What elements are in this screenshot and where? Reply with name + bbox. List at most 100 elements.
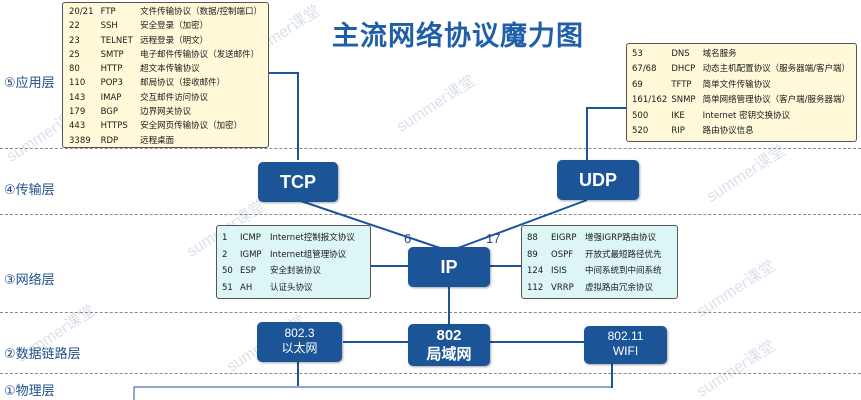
table-cell-num: 88 (527, 233, 538, 243)
table-cell-port: 179 (69, 107, 86, 118)
table-cell-name: RIP (671, 126, 685, 137)
table-cell-desc: 安全登录（加密） (140, 21, 209, 32)
table-cell-num: 89 (527, 249, 538, 260)
tcp-node: TCP (258, 162, 338, 202)
table-row: 112 VRRP 虚拟路由冗余协议 (527, 280, 666, 297)
table-cell-desc: 虚拟路由冗余协议 (585, 282, 654, 293)
table-cell-desc: 简单文件传输协议 (702, 79, 771, 90)
table-cell-port: 443 (69, 121, 86, 132)
table-cell-num: 1 (222, 233, 228, 243)
lan-node: 802 局域网 (408, 324, 490, 366)
table-row: 22 SSH 安全登录（加密） (69, 19, 266, 33)
table-row: 25 SMTP 电子邮件传输协议（发送邮件） (69, 48, 266, 62)
table-cell-desc: 远程登录（明文） (140, 35, 209, 46)
table-cell-name: OSPF (551, 249, 574, 260)
table-cell-name: SMTP (100, 49, 124, 60)
table-cell-desc: 交互邮件访问协议 (140, 92, 209, 103)
table-cell-name: SNMP (671, 95, 696, 106)
table-cell-name: IKE (671, 110, 685, 121)
table-cell-desc: 远程桌面 (140, 135, 175, 146)
table-cell-name: AH (240, 282, 253, 293)
table-cell-port: 143 (69, 92, 86, 103)
table-cell-name: DNS (671, 49, 690, 59)
table-cell-num: 51 (222, 282, 233, 293)
table-cell-desc: 动态主机配置协议（服务器端/客户端） (702, 64, 850, 75)
table-cell-name: FTP (100, 7, 116, 17)
table-cell-name: ISIS (551, 266, 567, 276)
layer-separator (0, 214, 861, 215)
table-cell-desc: Internet控制报文协议 (270, 233, 355, 243)
table-cell-desc: 电子邮件传输协议（发送邮件） (140, 49, 260, 60)
table-cell-desc: 边界网关协议 (140, 107, 192, 118)
table-cell-desc: 安全网页传输协议（加密） (140, 121, 243, 132)
layer-label-transport: ④传输层 (4, 183, 55, 198)
table-cell-name: HTTP (100, 64, 123, 75)
tcp-protocol-number: 6 (404, 231, 412, 246)
table-cell-desc: 增强IGRP路由协议 (585, 233, 657, 243)
udp-label: UDP (578, 170, 617, 190)
table-cell-num: 124 (527, 266, 544, 276)
layer-separator (0, 312, 861, 313)
table-row: 110 POP3 邮局协议（接收邮件） (69, 76, 266, 90)
table-cell-name: BGP (100, 107, 119, 118)
table-cell-name: IMAP (100, 92, 122, 103)
table-cell-port: 22 (69, 21, 80, 32)
table-cell-port: 69 (632, 79, 643, 90)
page-title: 主流网络协议魔力图 (332, 21, 584, 52)
table-cell-port: 20/21 (69, 7, 94, 17)
table-cell-name: TFTP (671, 79, 692, 90)
ethernet-node: 802.3 以太网 (257, 322, 342, 362)
table-cell-port: 161/162 (632, 95, 668, 106)
layer-label-datalink: ②数据链路层 (4, 347, 81, 362)
table-cell-desc: Internet组管理协议 (270, 249, 347, 260)
table-cell-port: 67/68 (632, 64, 657, 75)
ethernet-standard: 802.3 (284, 326, 315, 340)
ip-label: IP (440, 257, 458, 277)
table-cell-port: 23 (69, 35, 80, 46)
table-row: 143 IMAP 交互邮件访问协议 (69, 91, 266, 105)
table-cell-port: 80 (69, 64, 80, 75)
tcp-label: TCP (280, 172, 316, 192)
table-cell-desc: 超文本传输协议 (140, 64, 200, 75)
table-cell-port: 520 (632, 126, 649, 137)
table-cell-desc: 安全封装协议 (270, 266, 322, 276)
table-cell-desc: 邮局协议（接收邮件） (140, 78, 226, 89)
table-cell-name: IGMP (240, 249, 262, 260)
wifi-node: 802.11 WIFI (584, 326, 667, 364)
table-cell-port: 53 (632, 49, 643, 59)
table-cell-desc: 简单网络管理协议（客户端/服务器端） (702, 95, 850, 106)
table-row: 80 HTTP 超文本传输协议 (69, 62, 266, 76)
table-cell-port: 500 (632, 110, 649, 121)
table-row: 179 BGP 边界网关协议 (69, 105, 266, 119)
table-cell-port: 110 (69, 78, 86, 89)
table-row: 69 TFTP 简单文件传输协议 (632, 78, 854, 93)
table-cell-desc: 路由协议信息 (702, 126, 754, 137)
wifi-standard: 802.11 (607, 329, 644, 343)
table-cell-name: ESP (240, 266, 256, 276)
table-cell-num: 2 (222, 249, 228, 260)
table-row: 2 IGMP Internet组管理协议 (222, 247, 359, 264)
table-cell-name: VRRP (551, 282, 574, 293)
table-cell-name: RDP (100, 135, 119, 146)
table-row: 1 ICMP Internet控制报文协议 (222, 230, 359, 247)
table-cell-port: 25 (69, 49, 80, 60)
table-cell-num: 112 (527, 282, 544, 293)
table-cell-name: POP3 (100, 78, 123, 89)
table-cell-name: SSH (100, 21, 118, 32)
ip-node: IP (408, 247, 490, 287)
table-cell-name: ICMP (240, 233, 261, 243)
